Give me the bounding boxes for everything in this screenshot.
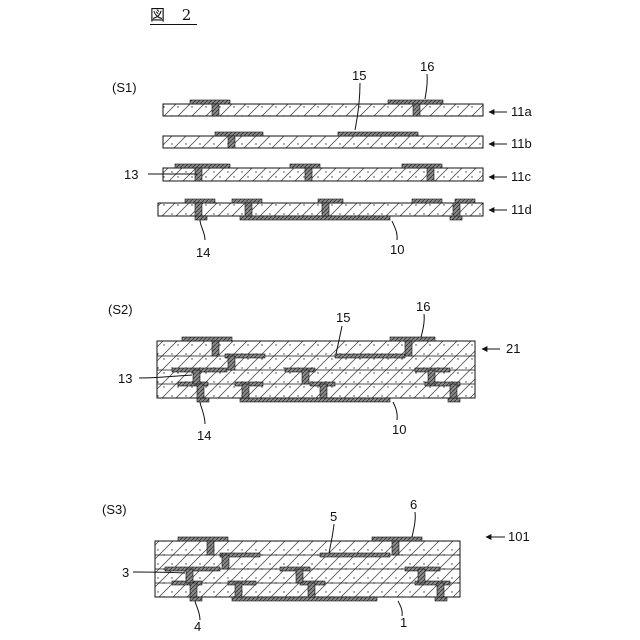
figure-title: 図 2 bbox=[150, 6, 198, 25]
callout-13: 13 bbox=[124, 167, 138, 182]
callout-11c: 11c bbox=[511, 169, 531, 184]
step-s2: (S2) bbox=[108, 299, 520, 443]
step-label-s3: (S3) bbox=[102, 502, 127, 517]
step-label-s1: (S1) bbox=[112, 80, 137, 95]
callout-16-s2: 16 bbox=[416, 299, 430, 314]
sheet-11d bbox=[157, 198, 484, 221]
laminate-101 bbox=[154, 536, 461, 602]
step-s1: (S1) bbox=[112, 59, 532, 260]
callout-13-s2: 13 bbox=[118, 371, 132, 386]
callout-101: 101 bbox=[508, 529, 530, 544]
callout-1: 1 bbox=[400, 615, 407, 630]
sheet-11a bbox=[162, 99, 484, 117]
callout-10: 10 bbox=[390, 242, 404, 257]
laminate-21 bbox=[156, 336, 476, 403]
callout-14: 14 bbox=[196, 245, 210, 260]
callout-15: 15 bbox=[352, 68, 366, 83]
callout-11a: 11a bbox=[511, 104, 532, 119]
callout-5: 5 bbox=[330, 509, 337, 524]
callout-10-s2: 10 bbox=[392, 422, 406, 437]
callout-14-s2: 14 bbox=[197, 428, 211, 443]
callout-16: 16 bbox=[420, 59, 434, 74]
step-s3: (S3) bbox=[102, 497, 530, 634]
callout-3: 3 bbox=[122, 565, 129, 580]
sheet-11b bbox=[162, 131, 484, 149]
callout-4: 4 bbox=[194, 619, 201, 634]
callout-15-s2: 15 bbox=[336, 310, 350, 325]
sheet-11c bbox=[162, 163, 484, 182]
callout-6: 6 bbox=[410, 497, 417, 512]
callout-11b: 11b bbox=[511, 136, 532, 151]
callout-11d: 11d bbox=[511, 202, 532, 217]
callout-21: 21 bbox=[506, 341, 520, 356]
step-label-s2: (S2) bbox=[108, 302, 133, 317]
